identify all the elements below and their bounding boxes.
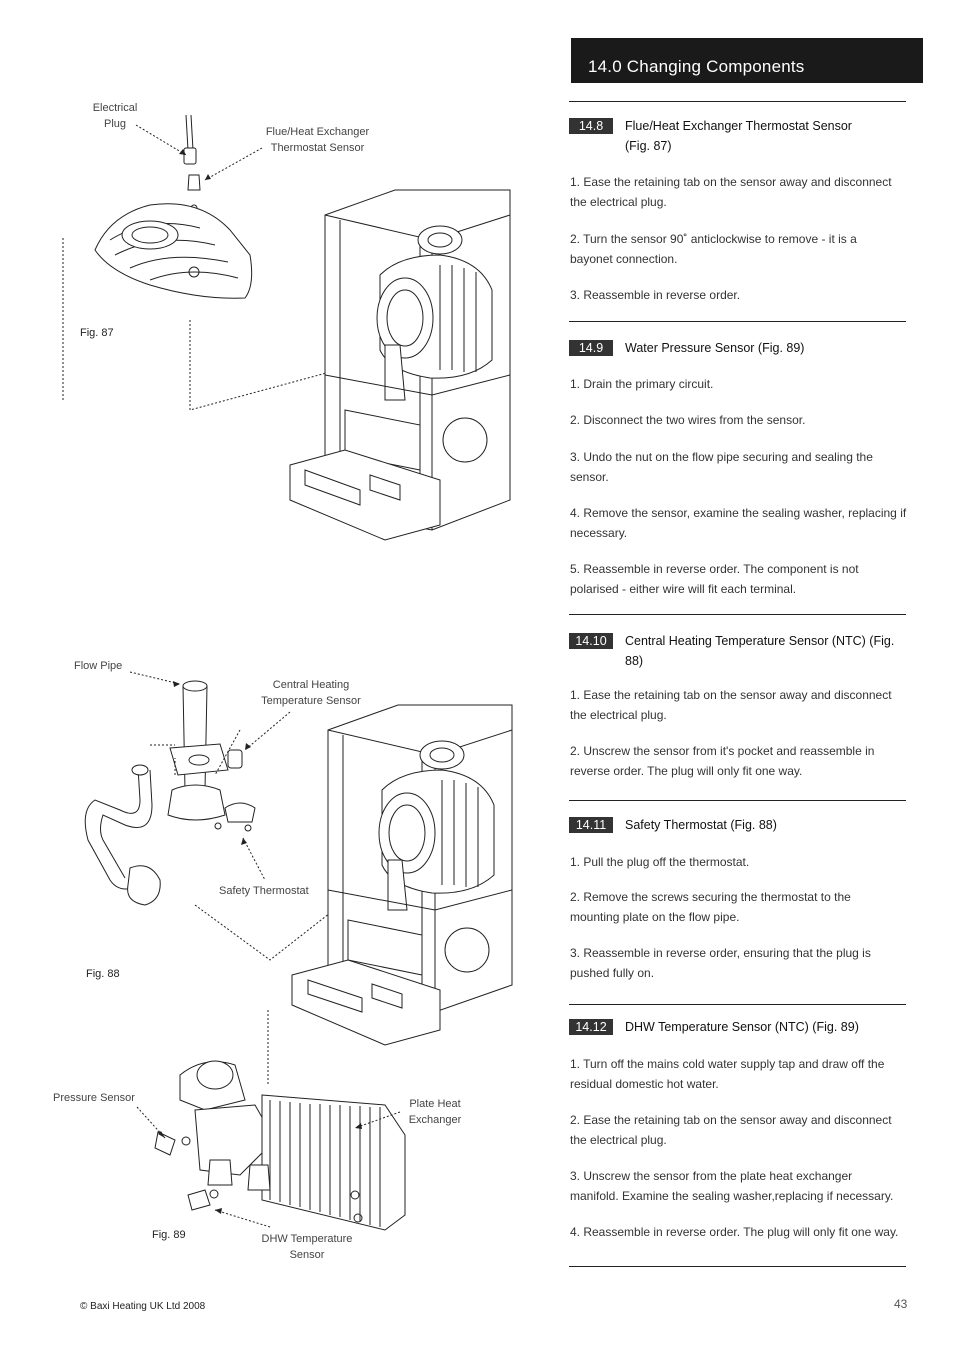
section-number: 14.12	[569, 1019, 613, 1035]
paragraph: 5. Reassemble in reverse order. The comp…	[570, 562, 859, 596]
fig89-caption: Fig. 89	[152, 1229, 186, 1241]
page-number: 43	[894, 1297, 908, 1311]
section-title: Water Pressure Sensor (Fig. 89)	[625, 341, 805, 355]
section-number: 14.11	[569, 817, 613, 833]
paragraph: 1. Drain the primary circuit.	[570, 377, 714, 391]
label-central-heating-sensor: Central Heating Temperature Sensor	[261, 679, 361, 707]
label-safety-thermostat: Safety Thermostat	[219, 885, 309, 897]
fig88-caption: Fig. 88	[86, 968, 120, 980]
divider	[569, 321, 906, 322]
section-title: Central Heating Temperature Sensor (NTC)…	[625, 634, 895, 668]
paragraph: 1. Ease the retaining tab on the sensor …	[570, 175, 892, 209]
section-title: Safety Thermostat (Fig. 88)	[625, 818, 777, 832]
fig87-caption: Fig. 87	[80, 327, 114, 339]
paragraph: 1. Ease the retaining tab on the sensor …	[570, 688, 892, 722]
divider	[569, 101, 906, 102]
paragraph: 1. Pull the plug off the thermostat.	[570, 855, 750, 869]
leader-lines	[129, 124, 401, 1228]
paragraph: 4. Reassemble in reverse order. The plug…	[570, 1225, 899, 1239]
section-number: 14.10	[569, 633, 613, 649]
paragraph: 2. Disconnect the two wires from the sen…	[570, 413, 806, 427]
fig87-boiler-drawing	[289, 189, 511, 541]
fig88-flow-pipe-detail	[84, 680, 331, 961]
section-number: 14.8	[569, 118, 613, 134]
paragraph: 2. Turn the sensor 90˚ anticlockwise to …	[570, 232, 857, 266]
section-number: 14.9	[569, 340, 613, 356]
label-flow-pipe: Flow Pipe	[74, 660, 123, 672]
section-title: Flue/Heat Exchanger Thermostat Sensor (F…	[625, 119, 852, 153]
label-flue-heat-exchanger-sensor: Flue/Heat Exchanger Thermostat Sensor	[265, 126, 370, 154]
label-pressure-sensor: Pressure Sensor	[53, 1092, 135, 1104]
paragraph: 3. Undo the nut on the flow pipe securin…	[570, 450, 873, 484]
section-header-bar: 14.0 Changing Components	[571, 38, 923, 83]
label-plate-heat-exchanger: Plate Heat Exchanger	[408, 1098, 462, 1126]
divider	[569, 1004, 906, 1005]
label-dhw-temperature-sensor: DHW Temperature Sensor	[261, 1233, 353, 1261]
page-title: 14.0 Changing Components	[588, 57, 805, 76]
divider	[569, 1266, 906, 1267]
fig88-boiler-drawing	[267, 704, 513, 1085]
paragraph: 3. Reassemble in reverse order.	[570, 288, 741, 302]
fig87-sensor-detail	[62, 114, 331, 411]
paragraph: 2. Remove the screws securing the thermo…	[570, 890, 851, 924]
section-title: DHW Temperature Sensor (NTC) (Fig. 89)	[625, 1020, 859, 1034]
arrow-heads	[158, 149, 362, 1214]
paragraph: 4. Remove the sensor, examine the sealin…	[570, 506, 907, 540]
fig89-plate-heat-exchanger	[154, 1060, 406, 1231]
paragraph: 3. Unscrew the sensor from the plate hea…	[570, 1169, 894, 1203]
divider	[569, 614, 906, 615]
label-electrical-plug: Electrical Plug	[92, 102, 138, 130]
divider	[569, 800, 906, 801]
paragraph: 2. Ease the retaining tab on the sensor …	[570, 1113, 892, 1147]
paragraph: 3. Reassemble in reverse order, ensuring…	[570, 946, 871, 980]
paragraph: 2. Unscrew the sensor from it's pocket a…	[570, 744, 875, 778]
paragraph: 1. Turn off the mains cold water supply …	[570, 1057, 885, 1091]
copyright: © Baxi Heating UK Ltd 2008	[80, 1301, 206, 1312]
